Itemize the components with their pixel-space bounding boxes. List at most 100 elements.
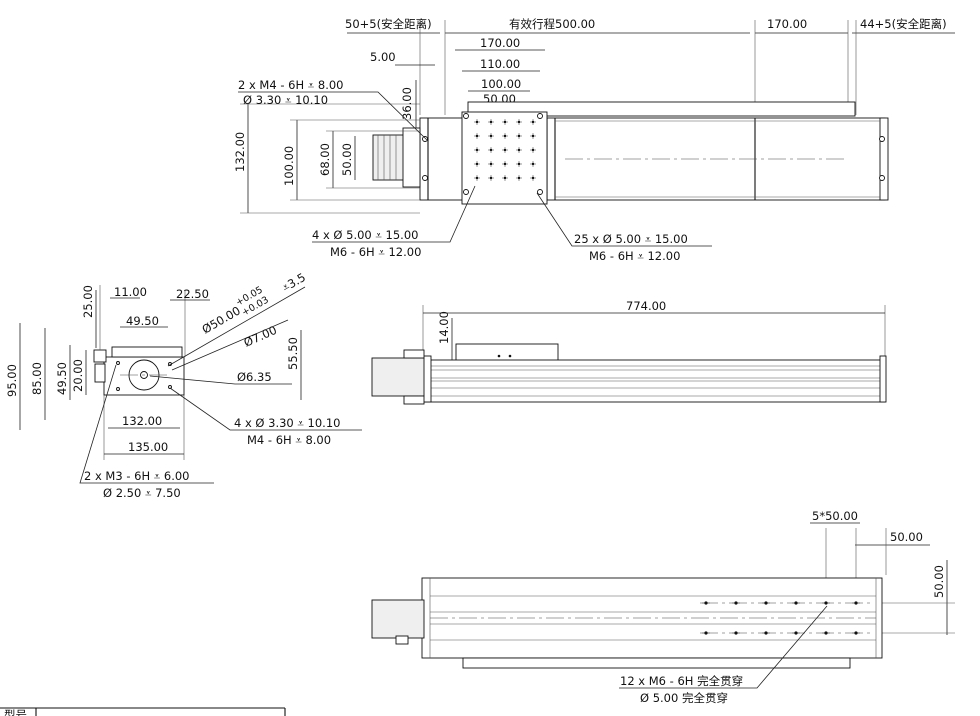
dim-11: 11.00 — [114, 285, 147, 299]
dim-50-height: 50.00 — [340, 143, 354, 176]
note-phi6-35: Ø6.35 — [237, 370, 272, 384]
bottom-hole — [762, 601, 770, 605]
corner-hole — [537, 189, 543, 195]
note-phi50-depth: ⩡3.5 — [280, 270, 308, 295]
grid-hole — [474, 119, 480, 125]
bottom-hole — [822, 601, 830, 605]
dim-110: 110.00 — [480, 57, 520, 71]
dim-55-5: 55.50 — [286, 337, 300, 370]
bottom-hole — [852, 601, 860, 605]
grid-hole — [502, 175, 508, 181]
dim-5x50: 5*50.00 — [812, 509, 858, 523]
dim-135: 135.00 — [128, 440, 168, 454]
dim-right-clearance: 44+5(安全距离) — [860, 17, 947, 31]
note-end-4x-line2: M4 - 6H ⩡ 8.00 — [247, 433, 331, 447]
dim-68-height: 68.00 — [318, 143, 332, 176]
dim-85: 85.00 — [30, 362, 44, 395]
top-view: 50+5(安全距离) 有效行程500.00 170.00 44+5(安全距离) … — [233, 17, 955, 263]
dim-50-vert-bottom: 50.00 — [932, 565, 946, 598]
end-view: 11.00 22.50 49.50 25.00 95.00 85.00 49.5… — [5, 270, 362, 500]
side-carriage — [455, 343, 559, 362]
bottom-hole — [792, 631, 800, 635]
dim-effective-stroke: 有效行程500.00 — [509, 17, 595, 31]
note-m4-line2: Ø 3.30 ⩡ 10.10 — [243, 93, 328, 107]
grid-hole — [516, 161, 522, 167]
dim-50-bottom: 50.00 — [890, 530, 923, 544]
dim-22-5: 22.50 — [176, 287, 209, 301]
dim-20: 20.00 — [71, 359, 85, 392]
title-block: 型号 — [0, 707, 286, 716]
grid-hole — [530, 175, 536, 181]
bottom-view: 5*50.00 50.00 50.00 12 x M6 - 6H 完全贯穿 Ø … — [371, 509, 955, 705]
grid-hole — [530, 147, 536, 153]
grid-hole — [488, 175, 494, 181]
dim-774: 774.00 — [626, 299, 666, 313]
grid-hole — [488, 147, 494, 153]
grid-hole — [488, 133, 494, 139]
grid-hole — [516, 175, 522, 181]
grid-hole — [502, 161, 508, 167]
hole-grid — [463, 113, 543, 195]
grid-hole — [502, 147, 508, 153]
bottom-hole — [822, 631, 830, 635]
bottom-hole — [702, 631, 710, 635]
note-end-4x-line1: 4 x Ø 3.30 ⩡ 10.10 — [234, 416, 340, 430]
grid-hole — [502, 133, 508, 139]
corner-hole — [463, 189, 469, 195]
grid-hole — [474, 161, 480, 167]
grid-hole — [502, 119, 508, 125]
title-model-label: 型号 — [4, 708, 27, 716]
dim-132-height: 132.00 — [233, 132, 247, 172]
dim-132-bottom: 132.00 — [122, 414, 162, 428]
grid-hole — [474, 133, 480, 139]
note-4x-line2: M6 - 6H ⩡ 12.00 — [330, 245, 421, 259]
grid-hole — [474, 175, 480, 181]
note-m4-line1: 2 x M4 - 6H ⩡ 8.00 — [238, 78, 344, 92]
bottom-hole — [792, 601, 800, 605]
note-bottom-line2: Ø 5.00 完全贯穿 — [640, 691, 728, 705]
dim-95: 95.00 — [5, 364, 19, 397]
note-25x-line1: 25 x Ø 5.00 ⩡ 15.00 — [574, 232, 688, 246]
bottom-hole — [702, 601, 710, 605]
note-phi50: Ø50.00 — [200, 303, 243, 336]
bottom-hole — [762, 631, 770, 635]
dim-100-height: 100.00 — [282, 146, 296, 186]
grid-hole — [474, 147, 480, 153]
note-4x-line1: 4 x Ø 5.00 ⩡ 15.00 — [312, 228, 418, 242]
note-end-2x-line1: 2 x M3 - 6H ⩡ 6.00 — [84, 469, 190, 483]
carriage-plate — [461, 111, 548, 205]
side-view: 774.00 14.00 — [371, 299, 887, 405]
grid-hole — [488, 119, 494, 125]
dim-100: 100.00 — [481, 77, 521, 91]
grid-hole — [516, 119, 522, 125]
dim-25: 25.00 — [81, 285, 95, 318]
bottom-hole — [852, 631, 860, 635]
grid-hole — [516, 133, 522, 139]
dim-left-clearance: 50+5(安全距离) — [345, 17, 432, 31]
grid-hole — [530, 119, 536, 125]
dim-49-5-horiz: 49.50 — [126, 314, 159, 328]
bottom-motor — [371, 599, 425, 639]
dim-5: 5.00 — [370, 50, 396, 64]
bottom-hole-rows — [700, 601, 870, 635]
dim-14: 14.00 — [437, 311, 451, 344]
grid-hole — [530, 161, 536, 167]
dim-170: 170.00 — [480, 36, 520, 50]
dim-right-170: 170.00 — [767, 17, 807, 31]
dim-49-5-vert: 49.50 — [55, 362, 69, 395]
note-end-2x-line2: Ø 2.50 ⩡ 7.50 — [103, 486, 181, 500]
carriage-outline — [467, 101, 856, 117]
bottom-hole — [732, 601, 740, 605]
grid-hole — [530, 133, 536, 139]
bottom-hole — [732, 631, 740, 635]
dim-36: 36.00 — [400, 87, 414, 120]
grid-hole — [516, 147, 522, 153]
corner-hole — [463, 113, 469, 119]
corner-hole — [537, 113, 543, 119]
grid-hole — [488, 161, 494, 167]
note-25x-line2: M6 - 6H ⩡ 12.00 — [589, 249, 680, 263]
note-phi7: Ø7.00 — [242, 323, 279, 350]
side-motor — [371, 357, 425, 397]
note-bottom-line1: 12 x M6 - 6H 完全贯穿 — [620, 674, 743, 688]
